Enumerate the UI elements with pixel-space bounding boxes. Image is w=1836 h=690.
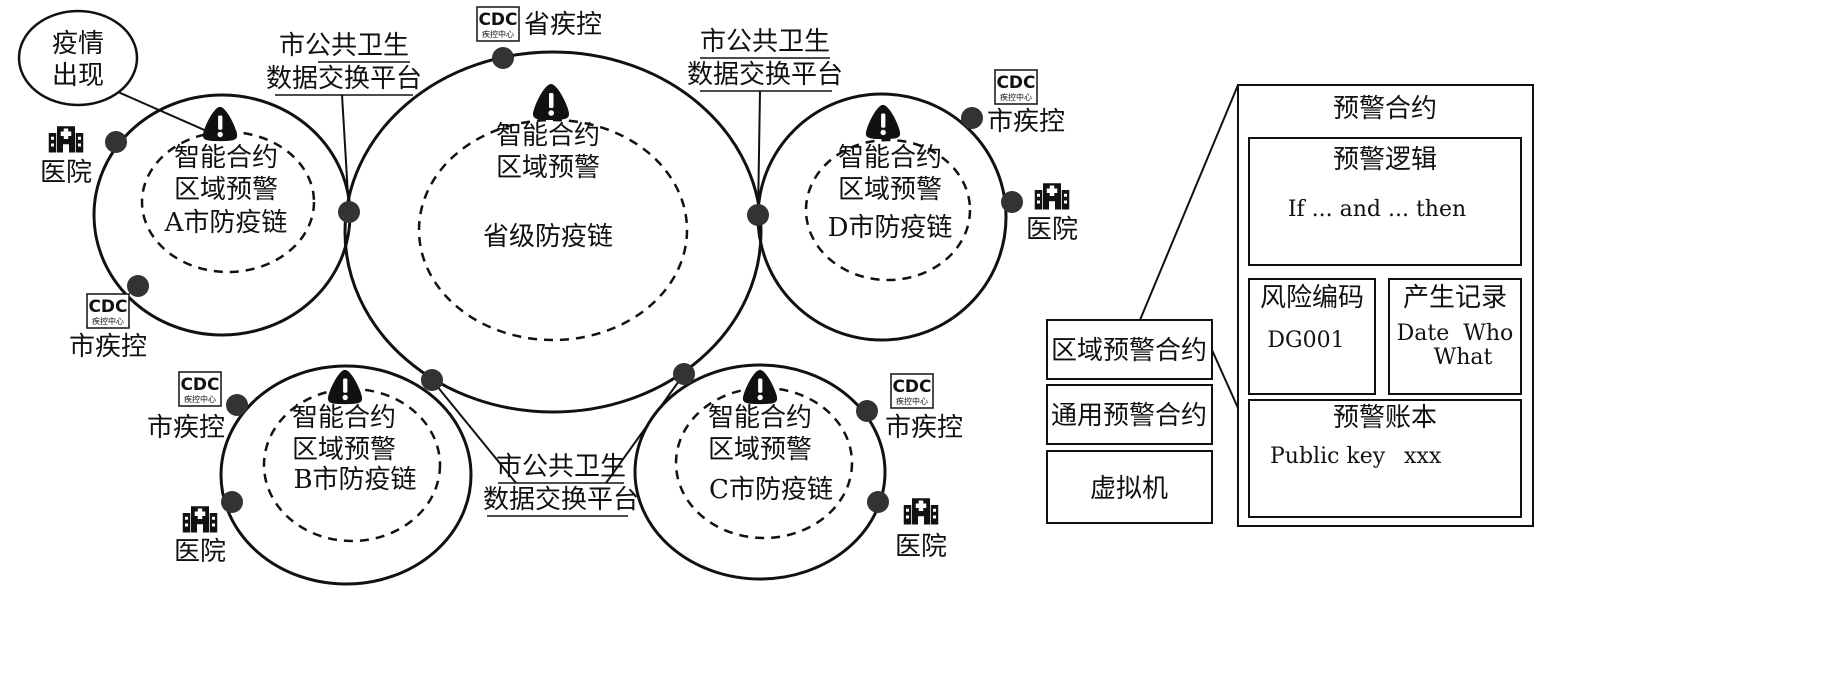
svg-text:通用预警合约: 通用预警合约 xyxy=(1051,401,1207,431)
outbreak-pointer-line xyxy=(117,91,219,137)
svg-text:疾控中心: 疾控中心 xyxy=(896,396,928,406)
svg-text:疾控中心: 疾控中心 xyxy=(1000,92,1032,102)
svg-text:If ... and ... then: If ... and ... then xyxy=(1288,197,1466,222)
outbreak-bubble xyxy=(17,9,139,107)
svg-text:Date Who: Date Who xyxy=(1397,321,1514,346)
hospital-label-b: 医院 xyxy=(174,537,226,567)
cdc-icon: CDC 疾控中心 xyxy=(178,371,222,407)
svg-text:疾控中心: 疾控中心 xyxy=(482,29,514,39)
svg-text:市公共卫生: 市公共卫生 xyxy=(700,27,830,57)
city-cdc-label-b: 市疾控 xyxy=(147,413,225,443)
connector-top xyxy=(1139,84,1239,321)
exchange-platform-bottom: 市公共卫生 数据交换平台 xyxy=(431,373,685,517)
outbreak-label-line2: 出现 xyxy=(52,61,104,91)
chain-b-contract-line1: 智能合约 xyxy=(292,403,396,433)
exchange-platform-top-left: 市公共卫生 数据交换平台 xyxy=(266,31,422,213)
chain-c-contract-line2: 区域预警 xyxy=(708,435,812,465)
chain-b-outer-circle xyxy=(219,364,473,586)
outbreak-label-line1: 疫情 xyxy=(52,29,104,59)
hospital-label-c: 医院 xyxy=(895,532,947,562)
warning-ledger-box: 预警账本 Public key xxx xyxy=(1248,399,1522,518)
svg-text:疾控中心: 疾控中心 xyxy=(92,316,124,326)
svg-text:xxx: xxx xyxy=(1404,444,1442,469)
cdc-icon: CDC 疾控中心 xyxy=(86,293,130,329)
chain-c-contract-line1: 智能合约 xyxy=(708,403,812,433)
warning-icon xyxy=(533,84,569,120)
svg-text:数据交换平台: 数据交换平台 xyxy=(687,60,843,90)
hospital-icon xyxy=(903,498,939,525)
svg-text:CDC: CDC xyxy=(88,297,127,317)
svg-text:数据交换平台: 数据交换平台 xyxy=(483,485,639,515)
connector-bottom xyxy=(1211,349,1239,409)
cdc-icon: CDC 疾控中心 xyxy=(994,69,1038,105)
svg-text:CDC: CDC xyxy=(892,377,931,397)
chain-b-contract-line2: 区域预警 xyxy=(292,435,396,465)
chain-a-inner-circle xyxy=(140,130,316,274)
province-contract-line1: 智能合约 xyxy=(496,121,600,151)
chain-d-label: D市防疫链 xyxy=(828,213,953,243)
regional-contract-box: 区域预警合约 xyxy=(1046,319,1213,380)
city-cdc-label-a: 市疾控 xyxy=(69,332,147,362)
svg-text:风险编码: 风险编码 xyxy=(1260,283,1364,313)
svg-text:数据交换平台: 数据交换平台 xyxy=(266,64,422,94)
chain-c-outer-circle xyxy=(633,363,887,581)
province-cdc-label: 省疾控 xyxy=(524,10,602,40)
province-chain-outer-circle xyxy=(343,50,763,414)
virtual-machine-box: 虚拟机 xyxy=(1046,450,1213,524)
svg-text:CDC: CDC xyxy=(478,10,517,30)
cdc-icon: CDC 疾控中心 xyxy=(476,6,520,42)
warning-icon xyxy=(202,106,238,142)
province-chain-label: 省级防疫链 xyxy=(483,222,613,252)
province-chain-inner-circle xyxy=(417,118,689,342)
hospital-label-a: 医院 xyxy=(40,158,92,188)
hospital-icon xyxy=(48,126,84,153)
svg-text:预警账本: 预警账本 xyxy=(1333,403,1437,433)
exchange-platform-top-right: 市公共卫生 数据交换平台 xyxy=(687,27,843,216)
hospital-label-d: 医院 xyxy=(1026,215,1078,245)
warning-icon xyxy=(742,369,778,405)
chain-c-label: C市防疫链 xyxy=(709,475,833,505)
svg-text:虚拟机: 虚拟机 xyxy=(1090,474,1168,504)
chain-a-label: A市防疫链 xyxy=(164,208,288,238)
svg-text:DG001: DG001 xyxy=(1267,328,1344,353)
city-cdc-label-c: 市疾控 xyxy=(885,413,963,443)
record-box: 产生记录 Date Who What xyxy=(1388,278,1522,395)
svg-text:产生记录: 产生记录 xyxy=(1403,283,1507,313)
cdc-icon: CDC 疾控中心 xyxy=(890,373,934,409)
chain-d-inner-circle xyxy=(804,138,972,282)
svg-text:区域预警合约: 区域预警合约 xyxy=(1051,336,1207,366)
node-dots xyxy=(105,47,1023,513)
risk-code-box: 风险编码 DG001 xyxy=(1248,278,1376,395)
warning-icon xyxy=(327,369,363,405)
city-cdc-label-d: 市疾控 xyxy=(987,107,1065,137)
svg-text:市公共卫生: 市公共卫生 xyxy=(496,452,626,482)
svg-text:预警逻辑: 预警逻辑 xyxy=(1333,145,1437,175)
chain-d-contract-line2: 区域预警 xyxy=(838,175,942,205)
hospital-icon xyxy=(182,506,218,533)
general-contract-box: 通用预警合约 xyxy=(1046,384,1213,445)
svg-text:CDC: CDC xyxy=(180,375,219,395)
warning-icon xyxy=(865,104,901,140)
chain-b-label: B市防疫链 xyxy=(293,465,416,495)
svg-text:市公共卫生: 市公共卫生 xyxy=(279,31,409,61)
chain-d-contract-line1: 智能合约 xyxy=(838,143,942,173)
svg-text:CDC: CDC xyxy=(996,73,1035,93)
svg-text:疾控中心: 疾控中心 xyxy=(184,394,216,404)
hospital-icon xyxy=(1034,183,1070,210)
chain-a-contract-line1: 智能合约 xyxy=(174,143,278,173)
warning-logic-box: 预警逻辑 If ... and ... then xyxy=(1248,137,1522,266)
warning-contract-title: 预警合约 xyxy=(1333,94,1437,124)
province-contract-line2: 区域预警 xyxy=(496,153,600,183)
svg-text:Public key: Public key xyxy=(1270,444,1386,469)
chain-a-contract-line2: 区域预警 xyxy=(174,175,278,205)
svg-text:What: What xyxy=(1434,345,1493,370)
